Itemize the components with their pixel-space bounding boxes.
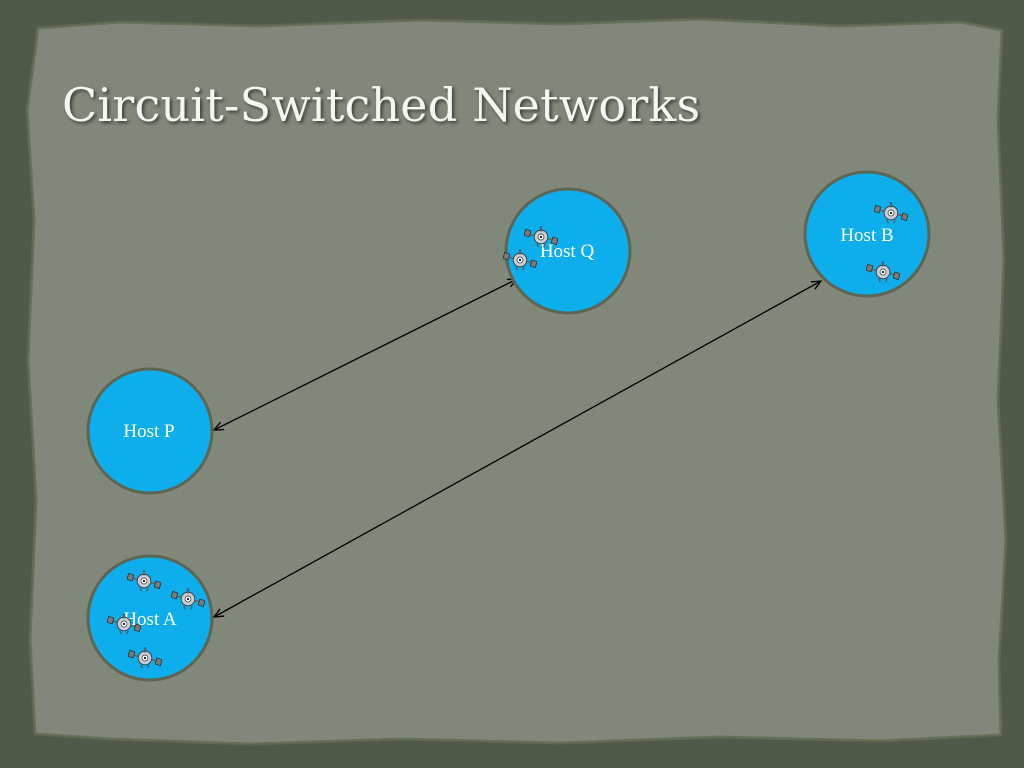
node-host-a — [86, 554, 214, 682]
connection-host-a-host-b — [214, 281, 821, 617]
node-label-host-q: Host Q — [539, 241, 595, 262]
node-label-host-a: Host A — [123, 609, 177, 630]
node-host-p — [86, 367, 214, 495]
node-label-host-b: Host B — [840, 225, 894, 246]
node-label-host-p: Host P — [123, 421, 175, 442]
slide-title: Circuit-Switched Networks — [62, 78, 701, 132]
